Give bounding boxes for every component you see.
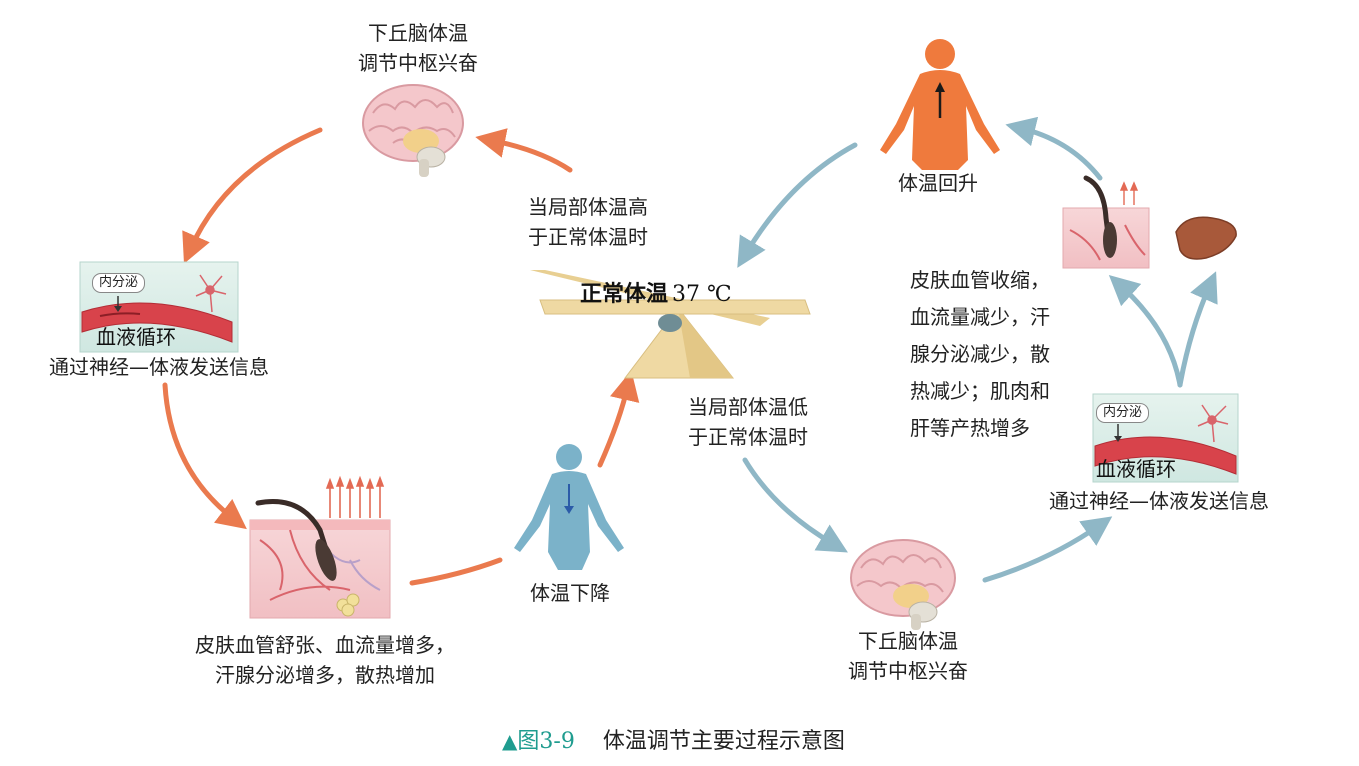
bottom-brain-line1: 下丘脑体温 — [858, 629, 958, 653]
hot-condition-line2: 于正常体温时 — [528, 225, 648, 249]
arrow-right-blood-to-skin — [1108, 274, 1183, 388]
skin-cold-icon — [1062, 175, 1150, 269]
arrow-bottom-brain-to-right-blood — [982, 516, 1113, 583]
cold-response-line5: 肝等产热增多 — [910, 416, 1030, 440]
skin-heat-line1: 皮肤血管舒张、血流量增多， — [195, 633, 455, 657]
heat-rising-arrows — [325, 475, 385, 518]
cold-condition-label: 当局部体温低 于正常体温时 — [688, 392, 808, 452]
heat-small-arrows — [1119, 181, 1139, 205]
bottom-brain-label: 下丘脑体温 调节中枢兴奋 — [830, 626, 986, 686]
top-brain-icon — [362, 84, 464, 177]
cold-condition-line1: 当局部体温低 — [688, 395, 808, 419]
right-blood-vessel — [1094, 436, 1237, 475]
cold-response-line4: 热减少；肌肉和 — [910, 379, 1050, 403]
center-label: 正常体温 — [580, 282, 669, 307]
figure-caption: ▲图3-9 体温调节主要过程示意图 — [502, 726, 845, 757]
cold-response-label: 皮肤血管收缩， 血流量减少，汗 腺分泌减少，散 热减少；肌肉和 肝等产热增多 — [910, 262, 1050, 447]
hair-icon-right — [1083, 175, 1113, 253]
arrow-temp-down-to-center — [597, 370, 640, 468]
caption-title: 体温调节主要过程示意图 — [602, 729, 845, 754]
right-blood-tag: 内分泌 — [1096, 403, 1150, 423]
seesaw-plank — [539, 299, 811, 315]
seesaw-pivot — [658, 314, 682, 332]
center-value: 37 ℃ — [672, 282, 732, 307]
skin-heat-label: 皮肤血管舒张、血流量增多， 汗腺分泌增多，散热增加 — [170, 630, 480, 690]
hot-condition-label: 当局部体温高 于正常体温时 — [528, 192, 648, 252]
skin-heat-line2: 汗腺分泌增多，散热增加 — [215, 663, 435, 687]
cold-pathway-arrows — [737, 116, 1218, 583]
blue-human-figure — [514, 444, 624, 570]
left-blood-tag: 内分泌 — [92, 273, 146, 293]
cold-condition-line2: 于正常体温时 — [688, 425, 808, 449]
hot-condition-line1: 当局部体温高 — [528, 195, 648, 219]
top-brain-label: 下丘脑体温 调节中枢兴奋 — [340, 18, 496, 78]
arrow-right-blood-to-liver — [1177, 271, 1218, 388]
seesaw — [530, 270, 811, 379]
cold-response-line1: 皮肤血管收缩， — [910, 268, 1050, 292]
left-nerve-cell-icon — [195, 274, 227, 313]
top-brain-line1: 下丘脑体温 — [368, 21, 468, 45]
right-nerve-cell-icon — [1197, 404, 1229, 443]
cold-response-line2: 血流量减少，汗 — [910, 305, 1050, 329]
top-brain-line2: 调节中枢兴奋 — [358, 51, 478, 75]
arrow-cold-to-bottom-brain — [742, 457, 848, 553]
right-blood-caption: 通过神经—体液发送信息 — [1049, 489, 1269, 513]
arrow-hot-to-top-brain — [475, 128, 573, 173]
bottom-brain-icon — [850, 539, 956, 630]
right-blood-label: 血液循环 — [1096, 457, 1176, 481]
skin-heat-icon — [249, 475, 391, 619]
hot-pathway-arrows — [162, 127, 640, 586]
cold-response-line3: 腺分泌减少，散 — [910, 342, 1050, 366]
arrow-skin-to-temp-up — [1005, 116, 1103, 181]
orange-human-figure — [880, 39, 1000, 170]
left-blood-label: 血液循环 — [96, 325, 176, 349]
arrow-top-brain-to-left-blood — [182, 127, 323, 264]
arrow-skin-to-temp-down — [409, 557, 503, 586]
arrow-left-blood-to-skin — [162, 382, 247, 530]
bottom-brain-line2: 调节中枢兴奋 — [848, 659, 968, 683]
caption-number: 图3-9 — [517, 729, 575, 754]
temp-down-label: 体温下降 — [530, 581, 610, 605]
caption-marker-icon: ▲ — [502, 729, 518, 753]
liver-icon — [1175, 216, 1237, 260]
left-blood-caption: 通过神经—体液发送信息 — [49, 355, 269, 379]
arrow-temp-up-to-center — [737, 142, 858, 268]
hair-icon — [255, 499, 335, 571]
temp-up-label: 体温回升 — [898, 171, 978, 195]
